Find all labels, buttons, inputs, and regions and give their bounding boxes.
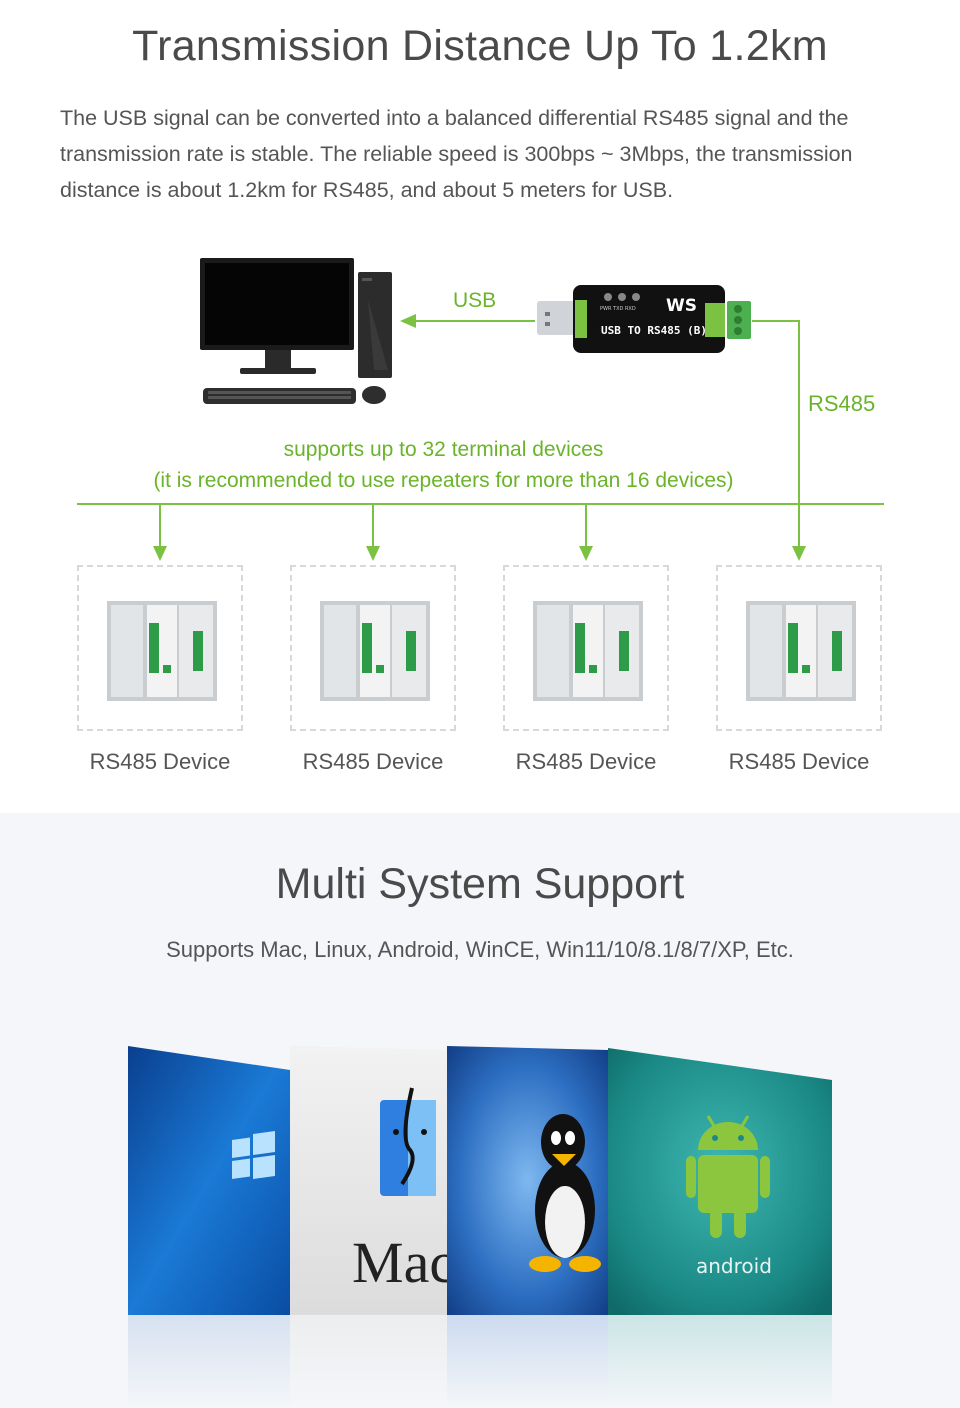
supported-systems-text: Supports Mac, Linux, Android, WinCE, Win… <box>166 937 794 962</box>
windows-panel <box>128 1046 290 1315</box>
linux-penguin-icon <box>529 1114 601 1272</box>
rs485-device-icon <box>746 601 856 701</box>
mac-finder-icon <box>380 1087 436 1196</box>
rs485-device-card <box>503 565 669 731</box>
linux-panel <box>447 1046 608 1315</box>
intro-line-3: distance is about 1.2km for RS485, and a… <box>60 178 674 202</box>
android-panel: android <box>608 1048 832 1315</box>
device-label-4: RS485 Device <box>728 749 870 774</box>
rs485-device-card <box>77 565 243 731</box>
bus-drop-arrows <box>153 504 593 561</box>
usb-label: USB <box>453 289 497 312</box>
rs485-device-icon <box>533 601 643 701</box>
device-label-3: RS485 Device <box>515 749 657 774</box>
adapter-side-text: USB <box>588 313 598 331</box>
device-label-1: RS485 Device <box>89 749 231 774</box>
device-label-2: RS485 Device <box>302 749 444 774</box>
windows-logo-icon <box>232 1130 275 1180</box>
intro-line-1: The USB signal can be converted into a b… <box>60 106 849 130</box>
intro-paragraph: The USB signal can be converted into a b… <box>60 100 910 208</box>
section-title-multi-system: Multi System Support <box>275 860 685 908</box>
android-text: android <box>696 1254 772 1278</box>
android-robot-icon <box>686 1115 770 1238</box>
repeater-note: (it is recommended to use repeaters for … <box>153 469 734 492</box>
intro-line-2: transmission rate is stable. The reliabl… <box>60 142 853 166</box>
section-title-transmission: Transmission Distance Up To 1.2km <box>132 22 828 70</box>
rs485-device-icon <box>107 601 217 701</box>
connection-diagram: WS USB TO RS485 (B) PWR TXD RXD USB <box>77 258 884 561</box>
usb-rs485-adapter-icon: WS USB TO RS485 (B) PWR TXD RXD USB <box>537 285 751 353</box>
rs485-device-card <box>716 565 882 731</box>
adapter-text: USB TO RS485 (B) <box>601 324 707 337</box>
adapter-logo: WS <box>666 296 697 316</box>
rs485-label: RS485 <box>808 391 876 416</box>
rs485-device-icon <box>320 601 430 701</box>
terminal-devices-note: supports up to 32 terminal devices <box>283 438 604 461</box>
computer-icon <box>200 258 392 404</box>
rs485-device-card <box>290 565 456 731</box>
adapter-leds: PWR TXD RXD <box>600 306 636 312</box>
